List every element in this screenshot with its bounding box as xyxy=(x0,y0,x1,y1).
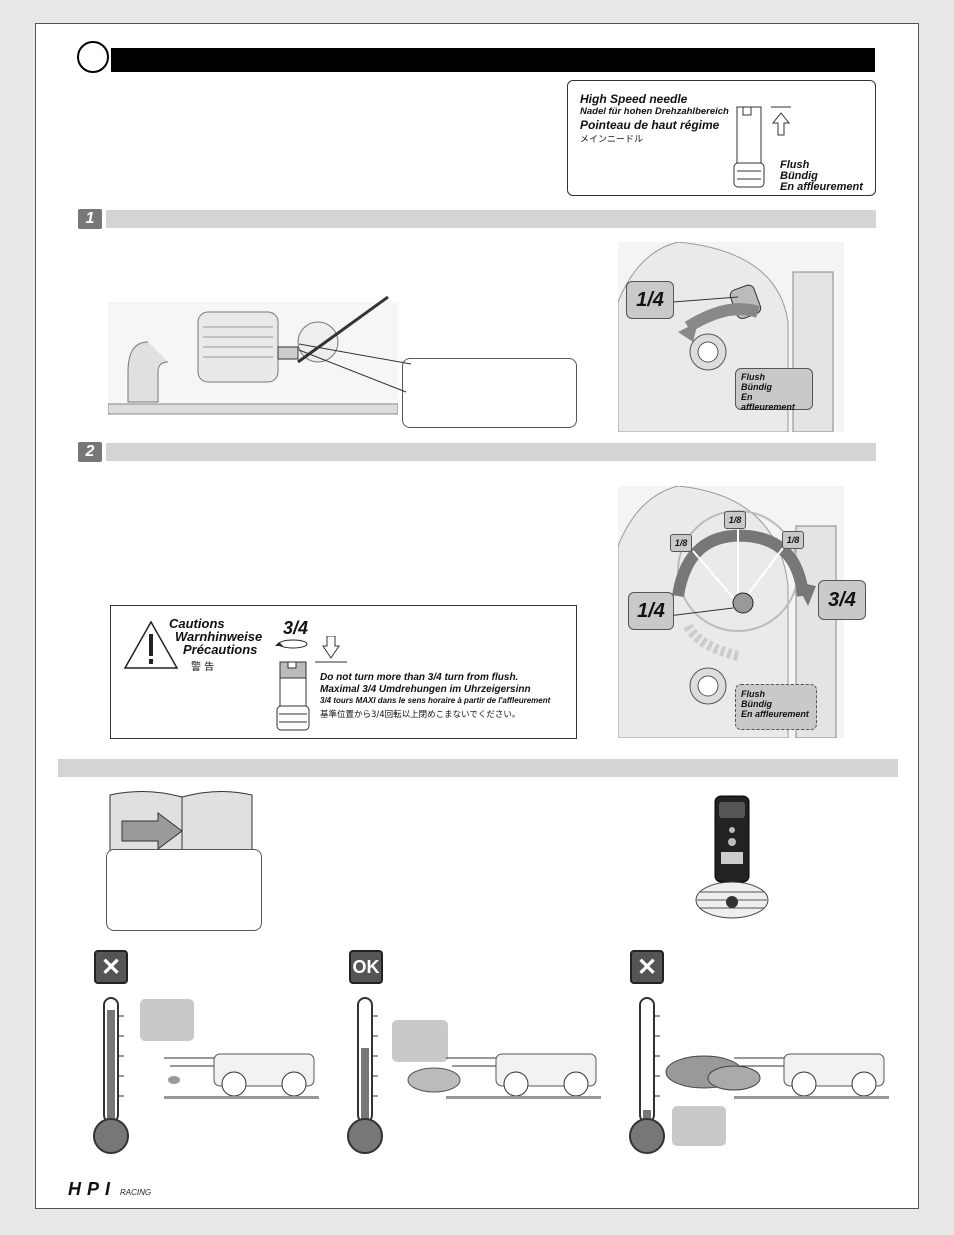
step1-flush-fr: En affleurement xyxy=(741,391,795,412)
caution-line-jp: 基準位置から3/4回転以上閉めこまないでください。 xyxy=(320,710,521,720)
step2-flush-fr: En affleurement xyxy=(741,708,809,719)
warning-triangle-icon xyxy=(123,620,179,669)
caution-line-en: Do not turn more than 3/4 turn from flus… xyxy=(320,672,519,683)
step2-quarter-label: 1/4 xyxy=(628,592,674,630)
thermometer-2-icon xyxy=(347,997,383,1154)
callout-pointer-lines xyxy=(298,343,412,393)
caution-needle-icon xyxy=(275,636,347,731)
book-callout-box xyxy=(106,849,262,931)
legend-flush-de: Bündig xyxy=(780,170,818,182)
legend-title-en: High Speed needle xyxy=(580,92,688,106)
thermometer-1-icon xyxy=(93,997,129,1154)
step1-quarter-label: 1/4 xyxy=(626,281,674,319)
thermometer-3-icon xyxy=(629,997,665,1154)
caution-box: Cautions Warnhinweise Précautions 警 告 3/… xyxy=(110,605,577,739)
step-2-number: 2 xyxy=(78,442,102,462)
needle-legend-box: High Speed needle Nadel für hohen Drehza… xyxy=(567,80,876,196)
caution-line-de: Maximal 3/4 Umdrehungen im Uhrzeigersinn xyxy=(320,684,531,695)
caution-turn-label: 3/4 xyxy=(283,618,309,638)
caution-title-en: Cautions xyxy=(169,616,225,631)
brand-logo: HPI xyxy=(68,1179,117,1199)
section-number-circle xyxy=(77,41,109,73)
result-2-label xyxy=(392,1020,448,1062)
result-3-label xyxy=(672,1106,726,1146)
step1-callout-box xyxy=(402,358,577,428)
step-2-bar xyxy=(106,443,876,461)
step1-flush-de: Bündig xyxy=(741,381,772,392)
caution-title-de: Warnhinweise xyxy=(175,629,263,644)
step2-eighth-right: 1/8 xyxy=(782,531,804,549)
open-book-icon xyxy=(109,790,253,864)
result-2-badge: OK xyxy=(349,950,383,984)
needle-diagram-icon xyxy=(733,106,791,188)
step2-flush-tag: Flush Bündig En affleurement xyxy=(735,684,817,730)
glow-starter-icon xyxy=(695,795,769,919)
caution-title-fr: Précautions xyxy=(183,642,258,657)
brand-logo-sub: RACING xyxy=(120,1188,152,1197)
step2-flush-de: Bündig xyxy=(741,698,772,709)
section-divider-bar xyxy=(58,759,898,777)
legend-flush-en: Flush xyxy=(780,159,810,171)
manual-page: High Speed needle Nadel für hohen Drehza… xyxy=(35,23,919,1209)
step2-flush-en: Flush xyxy=(741,689,765,699)
caution-title-jp: 警 告 xyxy=(191,662,215,673)
result-3-badge: ✕ xyxy=(630,950,664,984)
car-2-icon xyxy=(407,1053,601,1099)
step-1-number: 1 xyxy=(78,209,102,229)
legend-title-fr: Pointeau de haut régime xyxy=(580,118,720,132)
car-3-icon xyxy=(665,1053,889,1099)
section-header-bar xyxy=(111,48,875,72)
result-1-badge: ✕ xyxy=(94,950,128,984)
step2-eighth-top: 1/8 xyxy=(724,511,746,529)
step2-eighth-left: 1/8 xyxy=(670,534,692,552)
result-1-label xyxy=(140,999,194,1041)
legend-title-jp: メインニードル xyxy=(580,135,644,145)
legend-title-de: Nadel für hohen Drehzahlbereich xyxy=(580,106,729,117)
step2-three-quarter-label: 3/4 xyxy=(818,580,866,620)
step1-flush-en: Flush xyxy=(741,372,765,382)
step1-flush-tag: Flush Bündig En affleurement xyxy=(735,368,813,412)
step-1-bar xyxy=(106,210,876,228)
caution-line-fr: 3/4 tours MAXI dans le sens horaire à pa… xyxy=(320,696,551,705)
legend-flush-fr: En affleurement xyxy=(780,181,863,193)
engine-illustration xyxy=(107,292,399,422)
car-1-icon xyxy=(164,1053,319,1099)
